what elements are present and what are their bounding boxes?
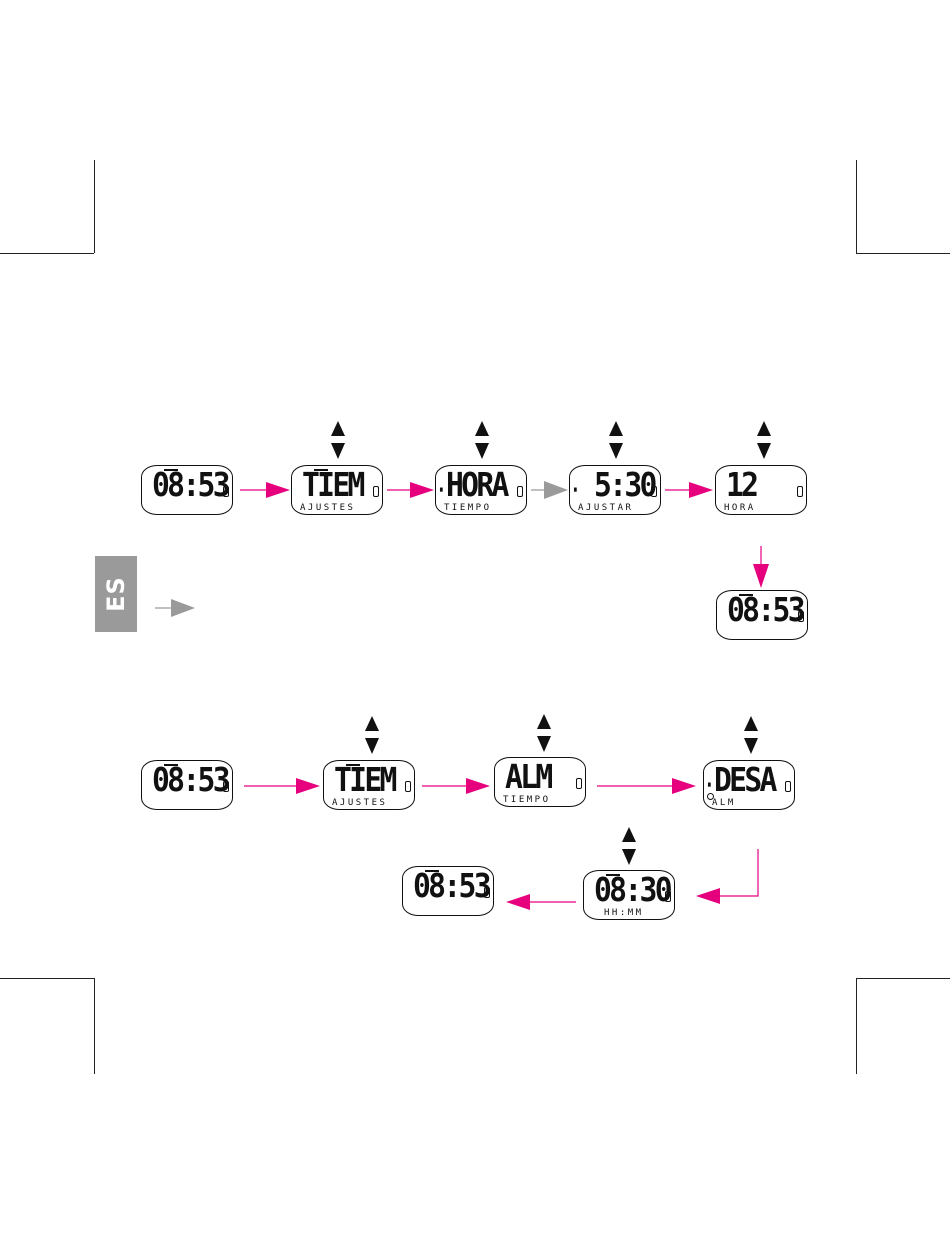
signal-icon: ▖ <box>708 779 713 787</box>
lcd-button-nub <box>651 486 657 497</box>
lcd-screen: 08:53 <box>141 760 233 810</box>
lcd-screen: 08:53 <box>716 590 808 640</box>
lcd-main-text: ALM <box>505 759 551 795</box>
lcd-button-nub <box>517 486 523 497</box>
up-down-icon <box>609 421 623 459</box>
lcd-sub-text: ALM <box>712 798 736 808</box>
lcd-button-nub <box>576 778 582 789</box>
up-down-icon <box>757 421 771 459</box>
lcd-main-text: DESA <box>714 762 775 798</box>
d1-arrow-1 <box>240 482 290 498</box>
up-down-icon <box>622 827 636 865</box>
lcd-button-nub <box>785 781 791 792</box>
up-down-icon <box>365 716 379 754</box>
lcd-screen: 08:30 HH:MM <box>583 870 675 920</box>
up-down-icon <box>331 421 345 459</box>
lcd-sub-text: HH:MM <box>604 908 644 918</box>
up-down-icon <box>537 714 551 752</box>
d2-arrow-2 <box>422 778 490 794</box>
lcd-screen: ▖ DESA ALM <box>703 760 795 810</box>
d1-arrow-2 <box>387 482 434 498</box>
d2-arrow-elbow <box>696 849 758 904</box>
lcd-main-text: TIEM <box>302 467 363 503</box>
lcd-button-nub <box>798 611 804 622</box>
lcd-button-nub <box>484 887 490 898</box>
d1-arrow-3-gray <box>531 481 568 499</box>
d2-arrow-left <box>506 894 576 910</box>
lcd-main-text: 12 <box>726 467 756 503</box>
lcd-sub-text: HORA <box>724 503 756 513</box>
signal-icon: ▖ <box>440 484 445 492</box>
lcd-button-nub <box>223 781 229 792</box>
lcd-screen: 12 HORA <box>715 465 807 515</box>
lcd-screen: TIEM AJUSTES <box>291 465 383 515</box>
lcd-screen: ▖ HORA TIEMPO <box>435 465 527 515</box>
lcd-sub-text: AJUSTAR <box>578 503 633 513</box>
lcd-main-text: 08:53 <box>152 762 228 798</box>
lcd-main-text: 08:53 <box>727 592 803 628</box>
signal-icon: ▖ <box>574 484 579 492</box>
lcd-screen: 08:53 <box>402 866 494 916</box>
up-down-icon <box>744 716 758 754</box>
lcd-main-text: 08:53 <box>413 868 489 904</box>
lcd-screen: ▖ 5:30 AJUSTAR <box>569 465 661 515</box>
d1-arrow-down <box>753 546 769 588</box>
lcd-screen: ALM TIEMPO <box>494 757 586 807</box>
lcd-main-text: 5:30 <box>594 467 655 503</box>
lcd-main-text: 08:30 <box>594 872 670 908</box>
up-down-icon <box>475 421 489 459</box>
lcd-sub-text: AJUSTES <box>300 503 355 513</box>
lcd-sub-text: AJUSTES <box>332 798 387 808</box>
lcd-main-text: 08:53 <box>152 467 228 503</box>
d2-arrow-1 <box>244 778 320 794</box>
lcd-main-text: TIEM <box>334 762 395 798</box>
lcd-button-nub <box>223 486 229 497</box>
lcd-button-nub <box>665 891 671 902</box>
lcd-button-nub <box>797 486 803 497</box>
lcd-button-nub <box>405 781 411 792</box>
lcd-sub-text: TIEMPO <box>503 795 551 805</box>
lcd-main-text: HORA <box>446 467 507 503</box>
lcd-screen: TIEM AJUSTES <box>323 760 415 810</box>
legend-gray-arrow-icon <box>155 599 195 617</box>
lcd-button-nub <box>373 486 379 497</box>
d2-arrow-3 <box>597 778 696 794</box>
lcd-screen: 08:53 <box>141 465 233 515</box>
lcd-sub-text: TIEMPO <box>444 503 492 513</box>
d1-arrow-4 <box>665 482 713 498</box>
